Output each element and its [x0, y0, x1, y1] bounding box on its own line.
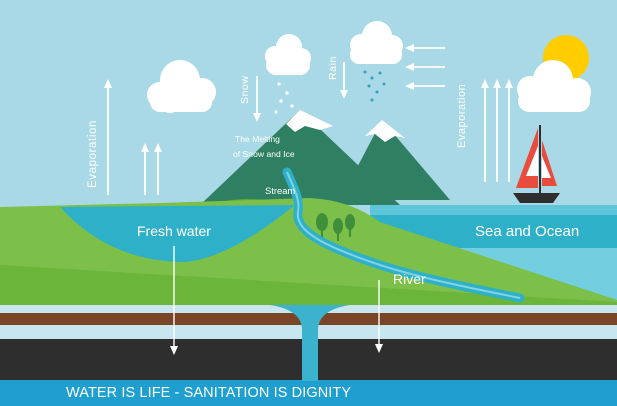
sailboat-icon: [513, 125, 560, 203]
cloud-icon: [265, 34, 311, 75]
evaporation-left-label: Evaporation: [87, 120, 99, 188]
diagram-canvas: Evaporation Evaporation Snow Rain The Me…: [0, 21, 617, 381]
stream-label: Stream: [265, 185, 295, 196]
footer-banner: WATER IS LIFE - SANITATION IS DIGNITY: [0, 381, 617, 406]
river-label: River: [393, 271, 426, 287]
evaporation-right-label: Evaporation: [456, 84, 468, 148]
arrow-icon: [104, 44, 513, 355]
snow-label: Snow: [239, 75, 251, 104]
underground-layers: [0, 305, 617, 381]
river-channel: [282, 167, 525, 303]
fresh-water-lake: [60, 205, 295, 262]
sea-and-ocean-label: Sea and Ocean: [475, 223, 579, 240]
rain-label: Rain: [327, 56, 339, 80]
tree-icon: [316, 213, 355, 241]
snowflake-icon: [274, 82, 294, 114]
cloud-icon: [147, 60, 216, 113]
raindrop-icon: [363, 70, 386, 102]
cloud-icon: [517, 60, 591, 112]
mountains: [200, 110, 450, 205]
fresh-water-label: Fresh water: [137, 223, 211, 239]
cloud-icon: [350, 21, 403, 64]
melting-label-line1: The Melting: [235, 134, 280, 144]
melting-label-line2: of Snow and Ice: [233, 149, 295, 159]
